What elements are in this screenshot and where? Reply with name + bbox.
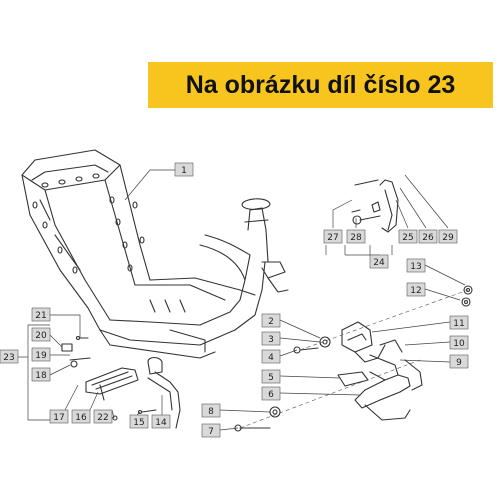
footrest-drawing [61, 335, 181, 429]
svg-text:28: 28 [350, 233, 362, 243]
callout-1: 1 [174, 162, 194, 177]
svg-text:8: 8 [208, 407, 214, 417]
callout-28: 28 [346, 229, 366, 244]
callout-8: 8 [201, 403, 221, 418]
callout-3: 3 [261, 331, 281, 346]
callout-17: 17 [49, 409, 69, 424]
svg-text:10: 10 [453, 339, 465, 349]
callout-19: 19 [31, 347, 51, 362]
svg-text:4: 4 [268, 353, 274, 363]
leader-lines [10, 169, 466, 431]
callout-22: 22 [93, 409, 113, 424]
callout-27: 27 [323, 229, 343, 244]
callout-18: 18 [31, 367, 51, 382]
callout-12: 12 [406, 282, 426, 297]
svg-text:16: 16 [75, 413, 87, 423]
callout-16: 16 [71, 409, 91, 424]
callout-11: 11 [449, 315, 469, 330]
alignment-lines [239, 289, 469, 429]
svg-text:17: 17 [53, 413, 64, 423]
svg-text:23: 23 [3, 353, 14, 363]
svg-text:11: 11 [453, 319, 464, 329]
callout-15: 15 [129, 414, 149, 429]
svg-text:29: 29 [442, 233, 454, 243]
callout-14: 14 [151, 414, 171, 429]
frame-drawing [21, 149, 289, 359]
callout-6: 6 [261, 386, 281, 401]
title-banner: Na obrázku díl číslo 23 [148, 62, 493, 108]
svg-text:7: 7 [208, 427, 214, 437]
callout-9: 9 [449, 354, 469, 369]
svg-text:27: 27 [327, 233, 338, 243]
callout-21: 21 [31, 307, 51, 322]
svg-text:15: 15 [133, 418, 144, 428]
svg-text:2: 2 [268, 317, 274, 327]
callout-29: 29 [438, 229, 458, 244]
callout-4: 4 [261, 349, 281, 364]
banner-text: Na obrázku díl číslo 23 [185, 70, 456, 99]
callout-labels: 1 2 3 4 5 6 7 8 9 10 11 12 13 14 15 16 1… [0, 162, 469, 438]
svg-text:26: 26 [422, 233, 434, 243]
svg-text:12: 12 [410, 286, 421, 296]
callout-5: 5 [261, 369, 281, 384]
svg-text:24: 24 [373, 258, 385, 268]
svg-text:9: 9 [456, 358, 462, 368]
svg-text:3: 3 [268, 335, 274, 345]
svg-text:21: 21 [35, 311, 46, 321]
callout-20: 20 [31, 327, 51, 342]
svg-text:14: 14 [155, 418, 167, 428]
callout-23: 23 [0, 349, 19, 364]
callout-2: 2 [261, 313, 281, 328]
spring-assembly-drawing [351, 179, 399, 233]
callout-7: 7 [201, 423, 221, 438]
svg-text:18: 18 [35, 371, 47, 381]
svg-text:19: 19 [35, 351, 47, 361]
callout-13: 13 [406, 258, 426, 273]
svg-text:22: 22 [97, 413, 108, 423]
svg-text:6: 6 [268, 390, 274, 400]
svg-text:13: 13 [410, 262, 421, 272]
callout-10: 10 [449, 335, 469, 350]
callout-24: 24 [369, 254, 389, 269]
svg-text:25: 25 [402, 233, 413, 243]
svg-text:20: 20 [35, 331, 47, 341]
callout-25: 25 [398, 229, 418, 244]
svg-text:1: 1 [181, 166, 187, 176]
callout-26: 26 [418, 229, 438, 244]
svg-text:5: 5 [268, 373, 274, 383]
